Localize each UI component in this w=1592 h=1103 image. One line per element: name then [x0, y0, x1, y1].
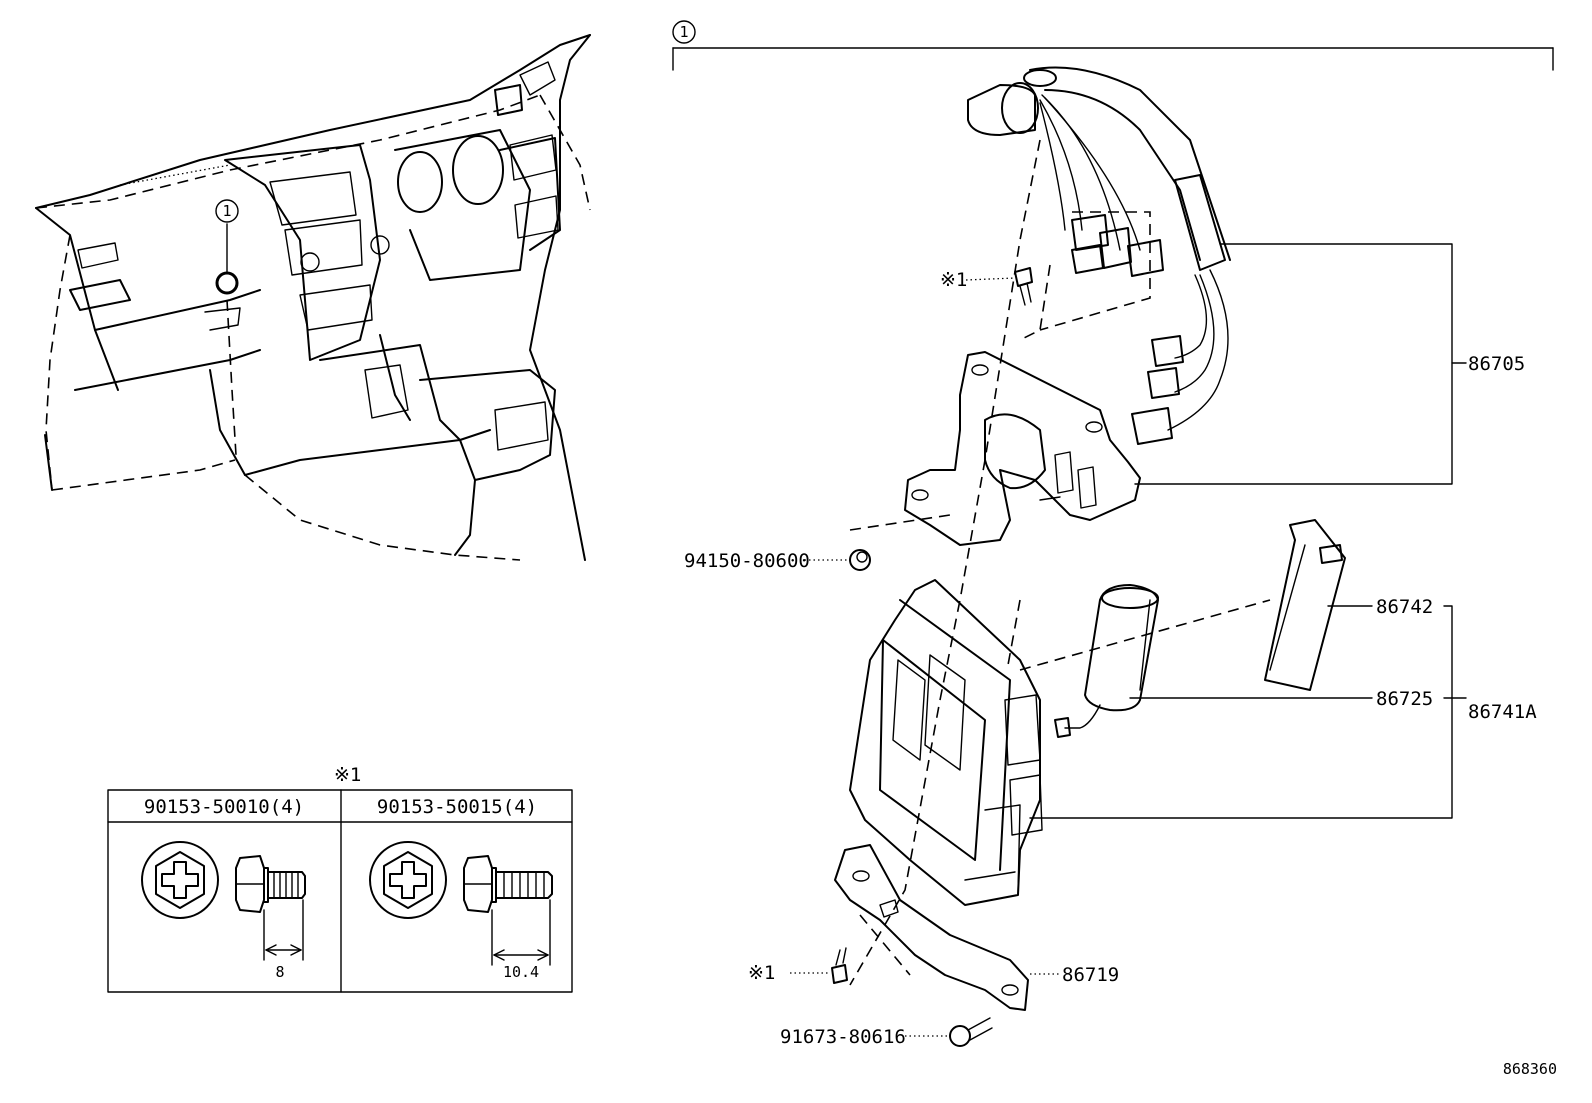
- bolt-91673: [905, 1017, 993, 1047]
- svg-text:1: 1: [222, 202, 231, 220]
- table-col-2-part: 90153-50015(4): [377, 796, 537, 818]
- label-fastener-top: ※1: [940, 269, 967, 291]
- dashboard-illustration: [35, 34, 591, 561]
- lower-bracket-86719: [834, 844, 1060, 1011]
- screw-bottom: [790, 947, 848, 984]
- label-91673-80616: 91673-80616: [780, 1026, 906, 1048]
- bolt-head-icon: [141, 841, 219, 919]
- control-unit-86741a: [849, 519, 1467, 906]
- label-94150-80600: 94150-80600: [684, 550, 810, 572]
- svg-text:1: 1: [679, 23, 688, 41]
- bolt-side-icon: [235, 855, 306, 961]
- table-note: ※1: [334, 764, 361, 786]
- assembly-bracket-1: 1: [672, 20, 1554, 71]
- table-col-1-part: 90153-50010(4): [144, 796, 304, 818]
- label-86725: 86725: [1376, 688, 1433, 710]
- upper-mounting-bracket: [904, 351, 1141, 546]
- label-fastener-bottom: ※1: [748, 962, 775, 984]
- wire-harness-86705: [967, 66, 1467, 485]
- table-col-2-dimension: 10.4: [503, 963, 539, 981]
- label-86705: 86705: [1468, 353, 1525, 375]
- bolt-side-icon: [463, 855, 553, 966]
- label-86742: 86742: [1376, 596, 1433, 618]
- diagram-number: 868360: [1503, 1060, 1557, 1078]
- callout-1-dashboard: 1: [215, 199, 239, 223]
- table-col-1-dimension: 8: [275, 963, 284, 981]
- bolt-head-icon: [369, 841, 447, 919]
- label-86719: 86719: [1062, 964, 1119, 986]
- nut-94150: [800, 549, 871, 571]
- screw-top: [965, 267, 1033, 306]
- fastener-table: ※1 90153-50010(4) 90153-50015(4) 8: [107, 764, 573, 993]
- label-86741a: 86741A: [1468, 701, 1537, 723]
